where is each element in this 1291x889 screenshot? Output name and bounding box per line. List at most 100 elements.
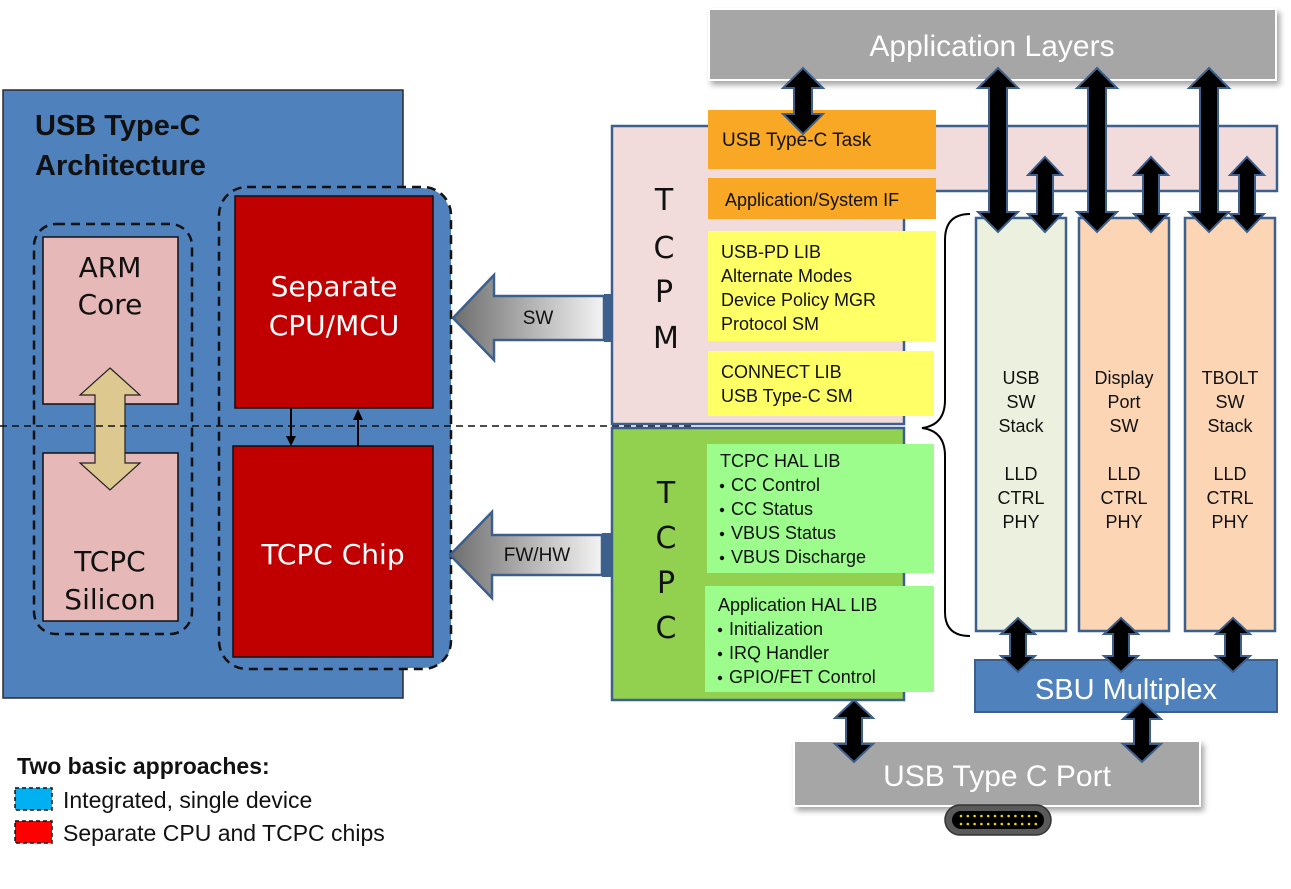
double-arrow-icon	[1101, 616, 1141, 674]
double-arrow-icon	[780, 66, 826, 136]
pin-dot	[1027, 822, 1031, 826]
tcpc-letters: T C P C	[656, 476, 677, 646]
pin-dot	[1000, 814, 1004, 818]
bullet-item: GPIO/FET Control	[729, 667, 876, 687]
tcpc-letter: T	[656, 476, 676, 511]
pin-dot	[1034, 814, 1038, 818]
tcpm-letter: C	[654, 231, 675, 266]
integrated-dashed-group	[32, 222, 194, 636]
pin-dot	[980, 814, 983, 818]
bullet-item: VBUS Discharge	[731, 547, 866, 567]
curly-brace	[921, 213, 971, 637]
double-arrow-icon	[1025, 155, 1065, 234]
pd-lib-line: Device Policy MGR	[721, 290, 876, 310]
arm-tcpc-double-arrow	[78, 367, 142, 491]
pin-dot	[1007, 822, 1010, 826]
usb-pd-lib-block: USB-PD LIB Alternate Modes Device Policy…	[708, 231, 936, 341]
pin-dot	[966, 822, 970, 826]
separate-cpu-block: Separate CPU/MCU	[234, 195, 434, 409]
pd-lib-line: USB-PD LIB	[721, 242, 821, 262]
double-arrow-icon	[1213, 616, 1253, 674]
sw-arrow-label: SW	[523, 308, 554, 329]
stack-line: LLD	[1213, 464, 1246, 484]
double-arrow-icon	[1131, 155, 1171, 234]
application-layers-block: Application Layers	[708, 8, 1277, 81]
pin-dot	[973, 814, 976, 818]
pin-dot	[1020, 822, 1024, 826]
legend-item-integrated: Integrated, single device	[14, 787, 312, 813]
legend-label-separate: Separate CPU and TCPC chips	[63, 820, 385, 846]
double-arrow-icon	[1120, 699, 1164, 764]
double-arrow-icon	[1186, 66, 1232, 234]
stack-line: PHY	[1002, 512, 1039, 532]
tcpm-letter: P	[655, 275, 673, 310]
pin-dot	[1034, 822, 1038, 826]
legend-item-separate: Separate CPU and TCPC chips	[14, 820, 385, 846]
app-system-if-block: Application/System IF	[708, 178, 936, 219]
bullet-item: CC Control	[731, 475, 820, 495]
application-layers-label: Application Layers	[869, 30, 1114, 63]
stack-line: PHY	[1105, 512, 1142, 532]
arm-core-label-2: Core	[78, 288, 143, 321]
stack-line: Stack	[998, 416, 1044, 436]
usb-type-c-task-block: USB Type-C Task	[708, 110, 936, 169]
tcpc-letter: P	[657, 566, 675, 601]
pin-dot	[980, 822, 983, 826]
pin-dot	[959, 814, 963, 818]
connect-lib-block: CONNECT LIB USB Type-C SM	[708, 351, 934, 416]
fw-hw-arrow-label: FW/HW	[504, 545, 571, 566]
pin-dot	[1020, 814, 1024, 818]
separate-cpu-label-1: Separate	[271, 270, 398, 303]
stack-line: TBOLT	[1202, 368, 1259, 388]
pin-dot	[1014, 822, 1017, 826]
pd-lib-line: Protocol SM	[721, 314, 819, 334]
bullet-icon	[719, 555, 725, 561]
sw-arrow: SW	[451, 271, 614, 364]
pin-dot	[959, 822, 963, 826]
legend-swatch-blue	[14, 787, 53, 811]
usb-c-connector-icon	[944, 804, 1052, 836]
sbu-multiplex-label: SBU Multiplex	[1035, 674, 1218, 706]
stack-line: PHY	[1211, 512, 1248, 532]
pin-dot	[986, 814, 990, 818]
usb-type-c-port-label: USB Type C Port	[883, 760, 1112, 793]
double-arrow-icon	[975, 66, 1021, 234]
stack-line: Port	[1107, 392, 1140, 412]
double-arrow-icon	[998, 616, 1038, 674]
bullet-item: VBUS Status	[731, 523, 836, 543]
tcpc-letter: C	[656, 521, 677, 556]
stack-line: CTRL	[1206, 488, 1253, 508]
stack-line: CTRL	[997, 488, 1044, 508]
tcpm-letter: T	[654, 183, 674, 218]
bullet-item: CC Status	[731, 499, 813, 519]
stack-line: SW	[1216, 392, 1245, 412]
app-hal-lib-title: Application HAL LIB	[718, 595, 877, 615]
app-system-if-label: Application/System IF	[725, 190, 899, 210]
pin-dot	[993, 814, 997, 818]
stack-line: SW	[1007, 392, 1036, 412]
double-arrow-icon	[1074, 66, 1120, 234]
bullet-icon	[719, 507, 725, 513]
pd-lib-line: Alternate Modes	[721, 266, 852, 286]
tcpc-silicon-label-1: TCPC	[73, 545, 145, 578]
stack-line: USB	[1002, 368, 1039, 388]
separate-cpu-label-2: CPU/MCU	[269, 309, 400, 342]
connect-lib-line: CONNECT LIB	[721, 362, 842, 382]
bullet-icon	[717, 651, 723, 657]
tcpc-letter: C	[656, 611, 677, 646]
double-arrow-icon	[832, 698, 876, 764]
pin-dot	[1000, 822, 1004, 826]
legend-swatch-red	[14, 820, 53, 844]
bullet-icon	[717, 627, 723, 633]
stack-line: Stack	[1207, 416, 1253, 436]
stack-line: LLD	[1004, 464, 1037, 484]
double-arrow-icon	[1227, 155, 1267, 234]
pin-dot	[1007, 814, 1010, 818]
tcpc-chip-block: TCPC Chip	[232, 445, 434, 658]
